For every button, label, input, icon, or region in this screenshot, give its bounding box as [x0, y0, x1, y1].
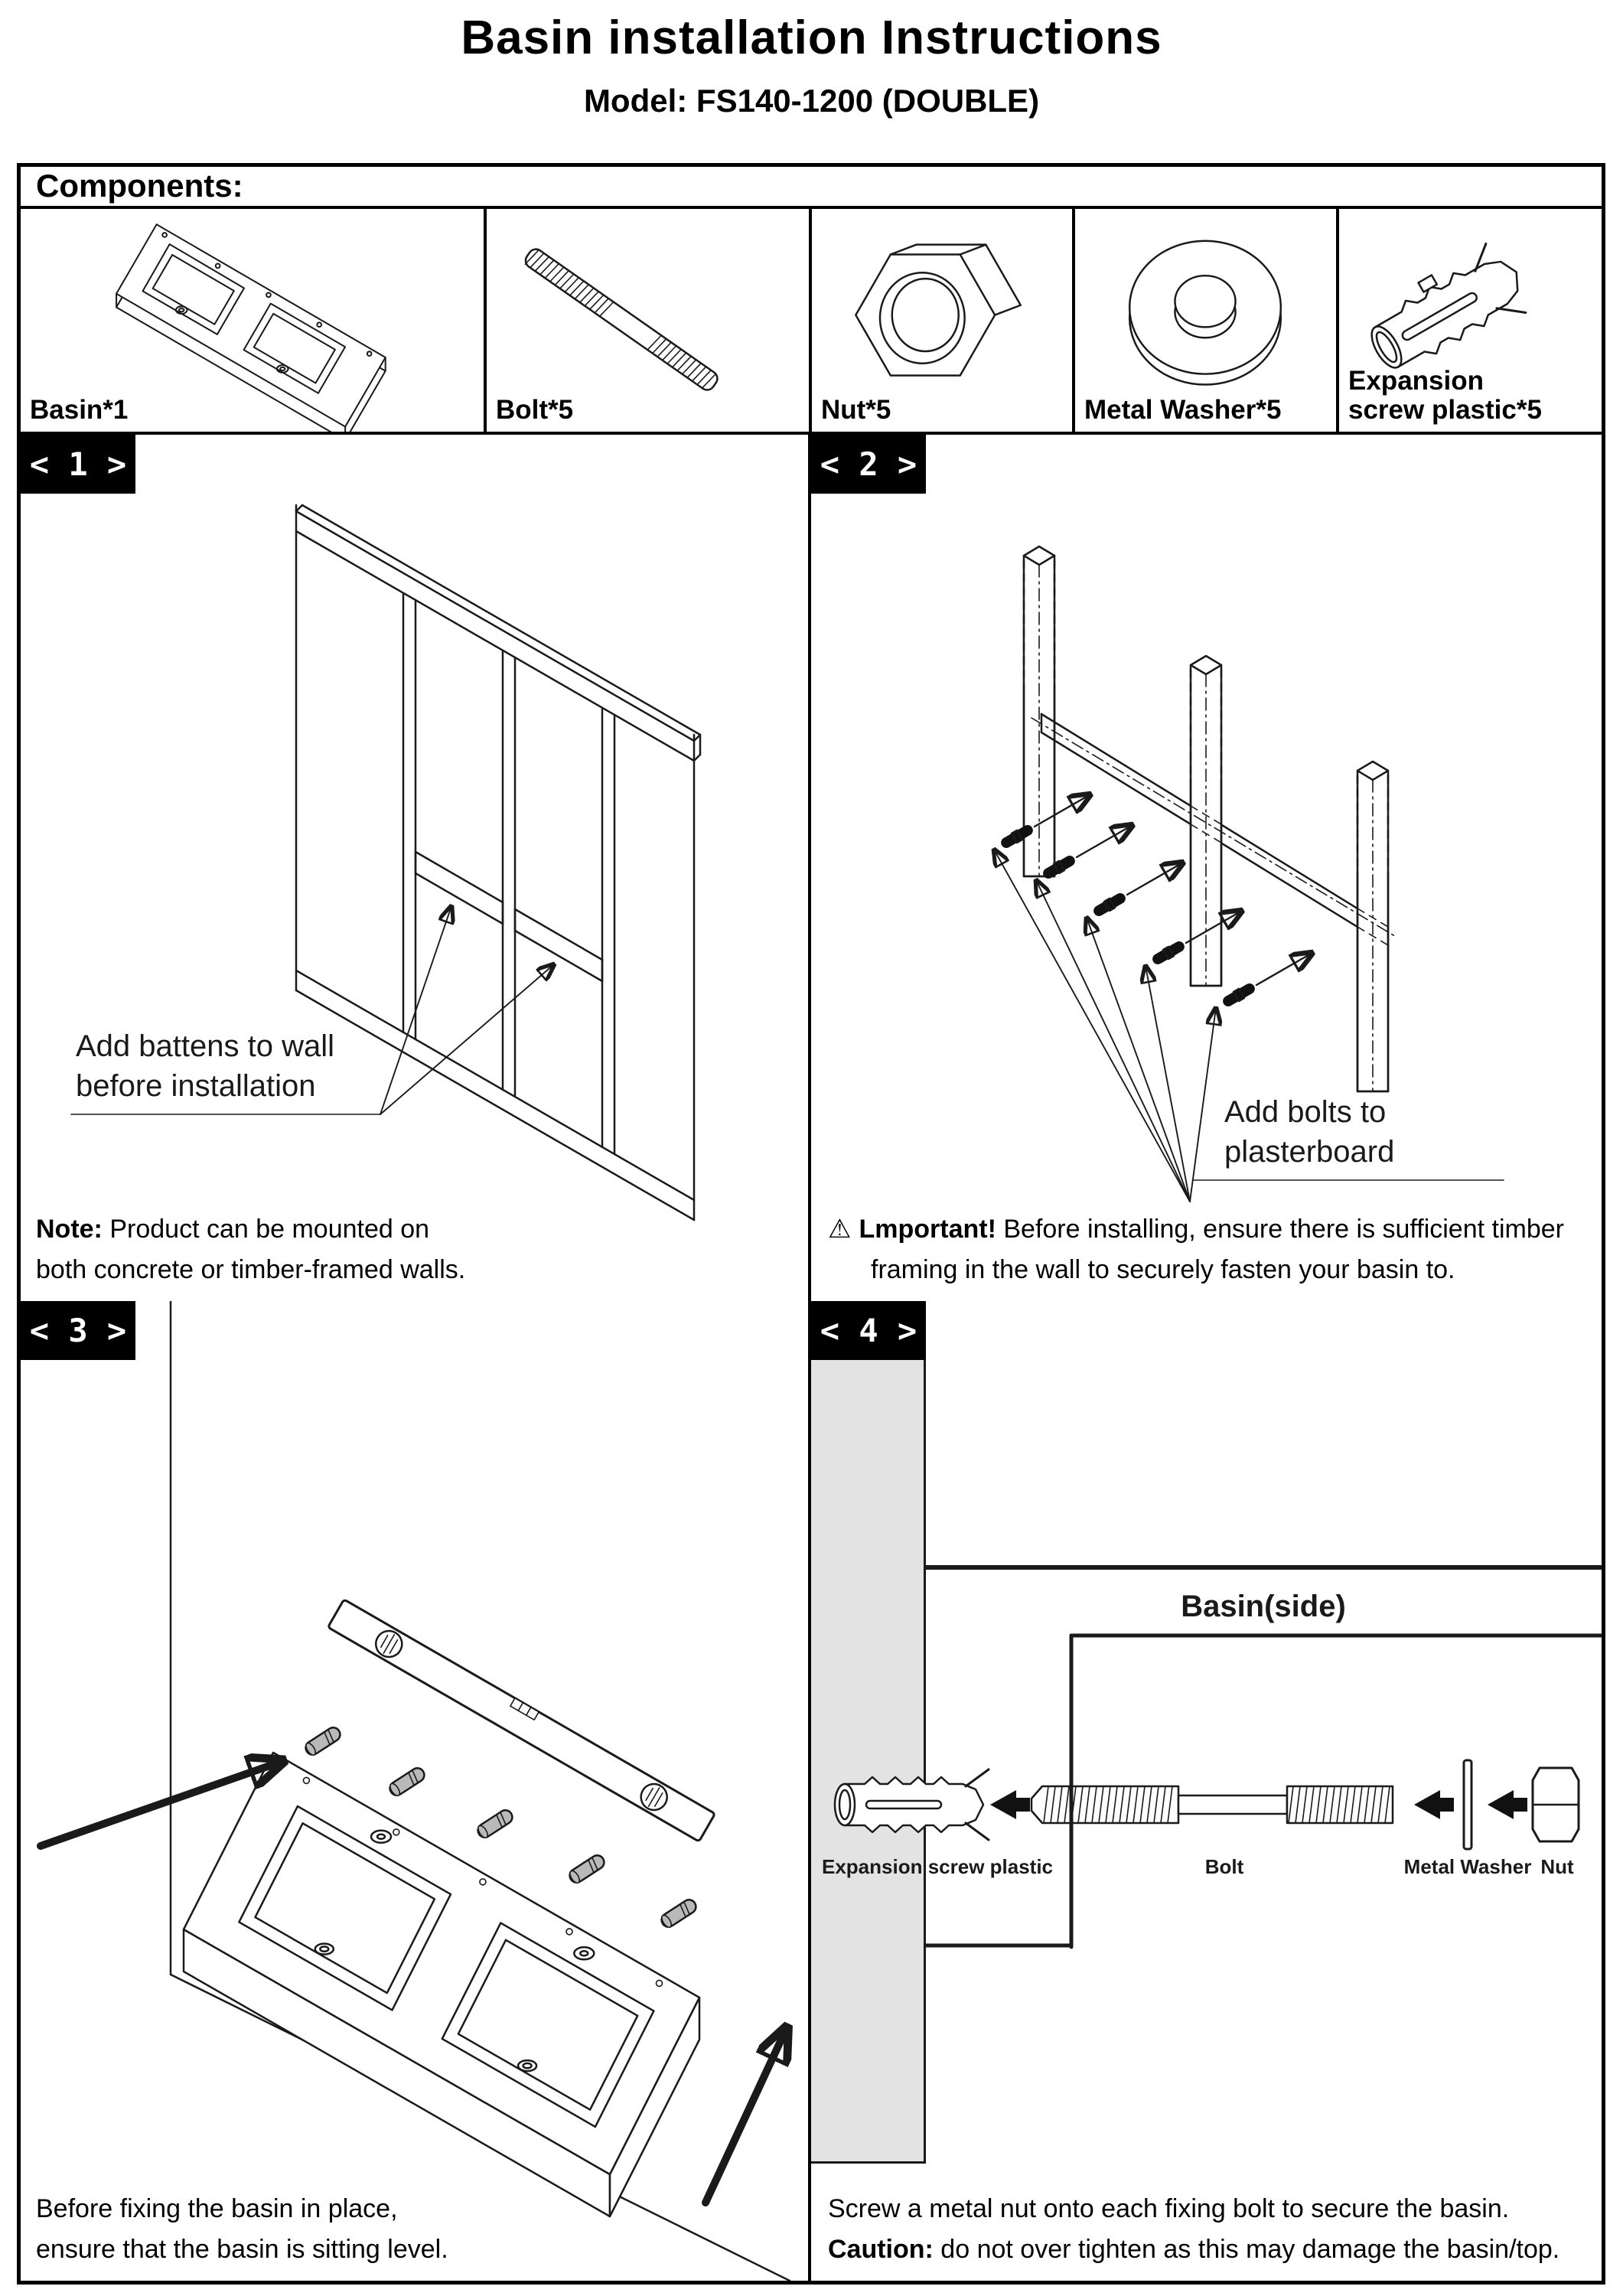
page-title: Basin installation Instructions	[461, 11, 1162, 64]
section-2: < 2 >	[811, 435, 1602, 1301]
install-direction-arrow	[37, 1762, 281, 1850]
basin-level-diagram	[37, 1301, 808, 2281]
annotation-text: before installation	[76, 1069, 316, 1103]
component-label: Metal Washer*5	[1084, 395, 1282, 425]
component-nut: Nut*5	[812, 209, 1075, 432]
double-basin	[182, 1751, 701, 2218]
bolt-pointer-fan	[994, 850, 1216, 1202]
expansion-screw-icon	[1370, 242, 1527, 369]
content-frame: Components:	[17, 163, 1605, 2285]
wall-stud	[1189, 654, 1223, 987]
wall-bolts	[1001, 794, 1312, 1006]
section-1: < 1 >	[21, 435, 811, 1301]
component-label: Expansion	[1348, 366, 1484, 396]
part-label-expansion: Expansion screw plastic	[822, 1855, 1053, 1878]
bolt-icon	[524, 248, 719, 391]
wall-frame	[295, 504, 702, 1221]
annotation-arrow	[380, 906, 451, 1115]
component-basin: Basin*1	[21, 209, 487, 432]
section-3: < 3 >	[21, 1301, 811, 2281]
fixing-bolts	[305, 1727, 697, 1929]
components-row: Basin*1	[21, 209, 1602, 435]
expansion-screw-plastic	[833, 1768, 990, 1841]
section-4-badge: < 4 >	[811, 1301, 926, 1360]
section-3-badge: < 3 >	[21, 1301, 135, 1360]
fixing-bolt	[1030, 1785, 1394, 1825]
rail-axis	[1031, 717, 1398, 938]
important-prefix: Lmportant!	[859, 1215, 996, 1244]
annotation-text: Add battens to wall	[76, 1029, 334, 1063]
section-4: < 4 > Basin(side)	[811, 1301, 1602, 2281]
caution-prefix: Caution:	[828, 2235, 934, 2264]
annotation-arrow	[380, 964, 554, 1115]
part-label-bolt: Bolt	[1205, 1855, 1244, 1878]
component-expansion-screw: Expansion screw plastic*5	[1339, 209, 1602, 432]
section-1-badge: < 1 >	[21, 435, 135, 494]
batten-annotation: Add battens to wall before installation	[70, 906, 554, 1115]
part-label-nut: Nut	[1540, 1855, 1574, 1878]
section-4-caption: Screw a metal nut onto each fixing bolt …	[828, 2194, 1560, 2264]
basin-icon	[116, 223, 386, 432]
note-prefix: Note:	[36, 1215, 103, 1244]
section-2-important: ⚠Lmportant! Before installing, ensure th…	[828, 1215, 1564, 1284]
wall-frame-diagram: Add battens to wall before installation	[70, 504, 702, 1221]
component-bolt: Bolt*5	[487, 209, 812, 432]
stud-bolts-diagram: Add bolts to plasterboard	[811, 545, 1504, 1202]
section-3-caption: Before fixing the basin in place, ensure…	[36, 2194, 448, 2264]
basin-side-outline	[924, 1633, 1602, 1949]
metal-washer-icon	[1128, 240, 1282, 386]
insert-arrow	[1414, 1790, 1454, 1819]
basin-side-label: Basin(side)	[1181, 1590, 1346, 1623]
section-2-badge: < 2 >	[811, 435, 926, 494]
component-label: screw plastic*5	[1348, 395, 1542, 425]
metal-washer-side	[1462, 1759, 1473, 1851]
install-direction-arrow	[702, 2030, 786, 2206]
spirit-level	[328, 1599, 715, 1842]
warning-icon: ⚠	[828, 1215, 852, 1244]
insert-arrow	[990, 1790, 1030, 1819]
insert-arrow	[1488, 1790, 1527, 1819]
section-1-note: Note: Product can be mounted on both con…	[36, 1215, 466, 1284]
wall-stud	[1356, 760, 1390, 1093]
component-label: Basin*1	[30, 395, 129, 425]
component-label: Bolt*5	[496, 395, 574, 425]
component-metal-washer: Metal Washer*5	[1075, 209, 1339, 432]
annotation-text: plasterboard	[1224, 1135, 1394, 1169]
battens	[414, 850, 604, 983]
components-header: Components:	[21, 167, 1602, 209]
component-label: Nut*5	[821, 395, 891, 425]
wall-cross-section	[811, 1301, 926, 2164]
part-label-washer: Metal Washer	[1404, 1855, 1532, 1878]
model-number: Model: FS140-1200 (DOUBLE)	[583, 83, 1040, 119]
bolts-annotation: Add bolts to plasterboard	[1193, 1095, 1504, 1181]
nut-icon	[855, 243, 1022, 377]
nut-side	[1531, 1766, 1580, 1843]
fastener-assembly-diagram: Basin(side)	[822, 1565, 1602, 1949]
annotation-text: Add bolts to	[1224, 1095, 1386, 1129]
